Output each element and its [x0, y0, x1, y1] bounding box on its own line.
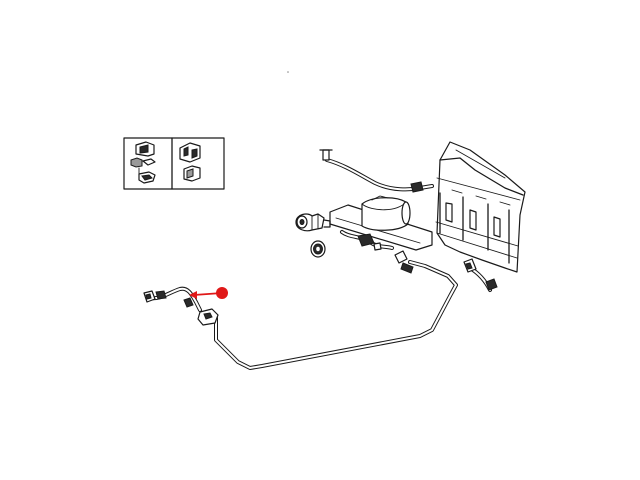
hose-clamp-icon	[410, 181, 424, 193]
speck	[287, 71, 289, 73]
fuel-hose-part	[143, 286, 202, 312]
vent-hose	[319, 149, 434, 193]
filler-neck-fitting	[463, 258, 498, 292]
retainer-clip-left-icon	[130, 141, 156, 184]
line-fitting-icon	[394, 250, 408, 264]
clip-detail-inset	[123, 137, 225, 190]
retainer-clip-right-icon	[179, 142, 201, 182]
part-callout-marker	[189, 287, 228, 299]
vent-nozzle-icon	[322, 149, 330, 161]
charcoal-canister-assembly	[329, 195, 433, 251]
fuel-tank	[435, 141, 526, 273]
purge-valve-icon	[295, 213, 331, 232]
grommet-icon	[310, 240, 326, 258]
fuel-line	[197, 250, 458, 370]
callout-dot	[216, 287, 228, 299]
